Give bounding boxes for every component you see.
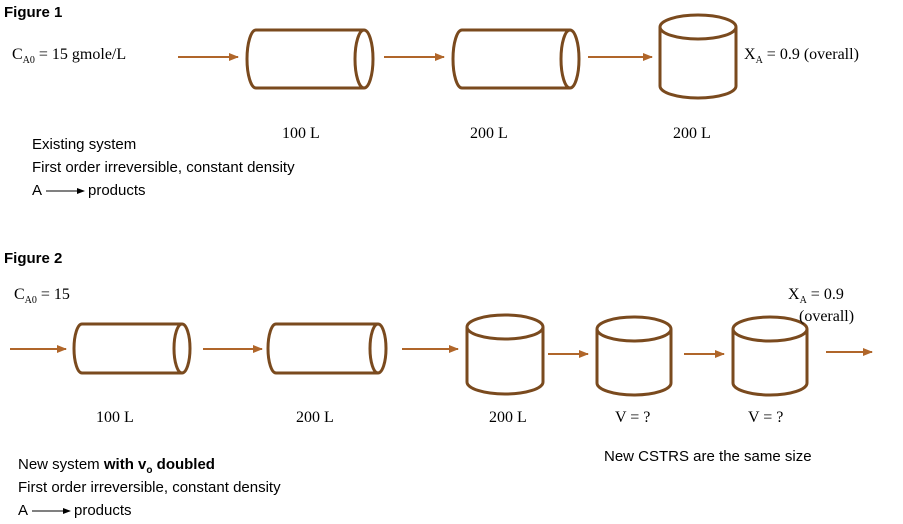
- fig2-reaction-a: A: [18, 502, 29, 519]
- fig2-volume-1: 100 L: [96, 409, 134, 426]
- fig2-conversion-label: XA = 0.9: [788, 286, 844, 307]
- fig2-pfr-2: [266, 322, 388, 375]
- fig1-pfr-2: [451, 28, 581, 90]
- fig1-desc-kinetics: First order irreversible, constant densi…: [32, 159, 295, 176]
- fig2-pfr-1: [72, 322, 192, 375]
- fig2-cstr-2: [595, 315, 673, 397]
- fig2-volume-4: V = ?: [615, 409, 651, 426]
- fig1-desc-system: Existing system: [32, 136, 137, 153]
- fig2-desc-kinetics: First order irreversible, constant densi…: [18, 479, 281, 496]
- fig1-conversion-label: XA = 0.9 (overall): [744, 46, 859, 67]
- fig2-cstr-1: [465, 313, 545, 396]
- fig2-title: Figure 2: [4, 250, 63, 267]
- fig1-pfr-1: [245, 28, 375, 90]
- fig1-volume-1: 100 L: [282, 125, 320, 142]
- fig1-reaction-a: A: [32, 182, 43, 199]
- fig2-cstr-size-note: New CSTRS are the same size: [604, 448, 812, 465]
- fig2-cstr-3: [731, 315, 809, 397]
- fig2-feed-label: CA0 = 15: [14, 286, 70, 307]
- fig2-volume-5: V = ?: [748, 409, 784, 426]
- fig2-volume-2: 200 L: [296, 409, 334, 426]
- fig1-title: Figure 1: [4, 4, 63, 21]
- fig1-feed-label: CA0 = 15 gmole/L: [12, 46, 127, 67]
- fig1-cstr: [658, 13, 738, 100]
- fig2-desc-system: New system with vo doubled: [18, 456, 215, 476]
- fig1-volume-2: 200 L: [470, 125, 508, 142]
- fig1-reaction-products: products: [88, 182, 146, 199]
- fig2-conversion-note: (overall): [799, 308, 855, 325]
- fig2-volume-3: 200 L: [489, 409, 527, 426]
- fig2-reaction-products: products: [74, 502, 132, 519]
- fig1-volume-3: 200 L: [673, 125, 711, 142]
